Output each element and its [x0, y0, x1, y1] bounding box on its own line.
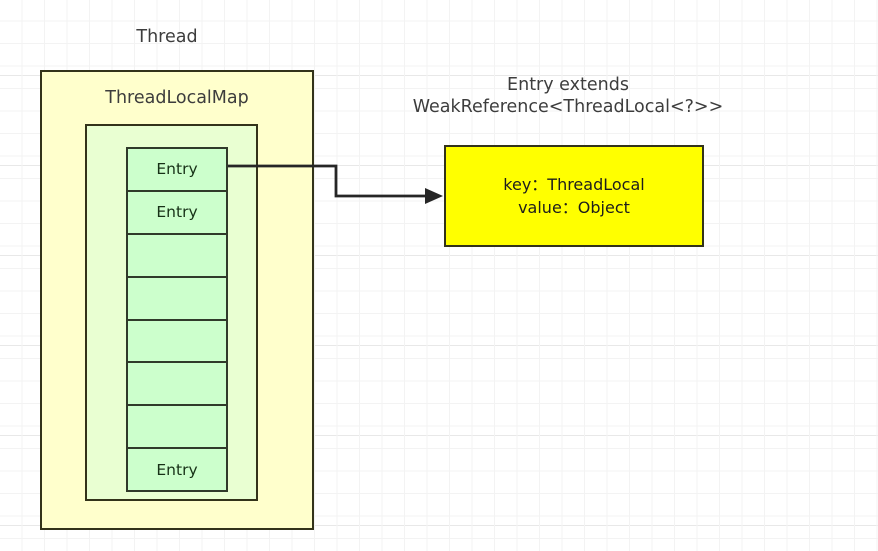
entry-cell[interactable]: [126, 232, 228, 278]
thread-local-map-label: ThreadLocalMap: [105, 88, 249, 108]
entry-extends-line-2: WeakReference<ThreadLocal<?>>: [412, 96, 724, 117]
entry-cell[interactable]: Entry: [126, 189, 228, 235]
entry-table: Entry Entry Entry: [126, 147, 228, 492]
entry-key-line: key：ThreadLocal: [503, 174, 645, 194]
entry-cell[interactable]: Entry: [126, 147, 228, 192]
entry-detail-box: key：ThreadLocal value：Object: [444, 145, 704, 247]
entry-cell[interactable]: [126, 404, 228, 450]
entry-extends-line-1: Entry extends: [507, 75, 629, 95]
thread-label: Thread: [136, 27, 198, 47]
entry-cell[interactable]: [126, 361, 228, 407]
entry-cell[interactable]: Entry: [126, 447, 228, 492]
entry-cell[interactable]: [126, 275, 228, 321]
entry-value-line: value：Object: [518, 198, 630, 217]
entry-cell[interactable]: [126, 318, 228, 364]
arrowhead-icon: [425, 188, 443, 204]
